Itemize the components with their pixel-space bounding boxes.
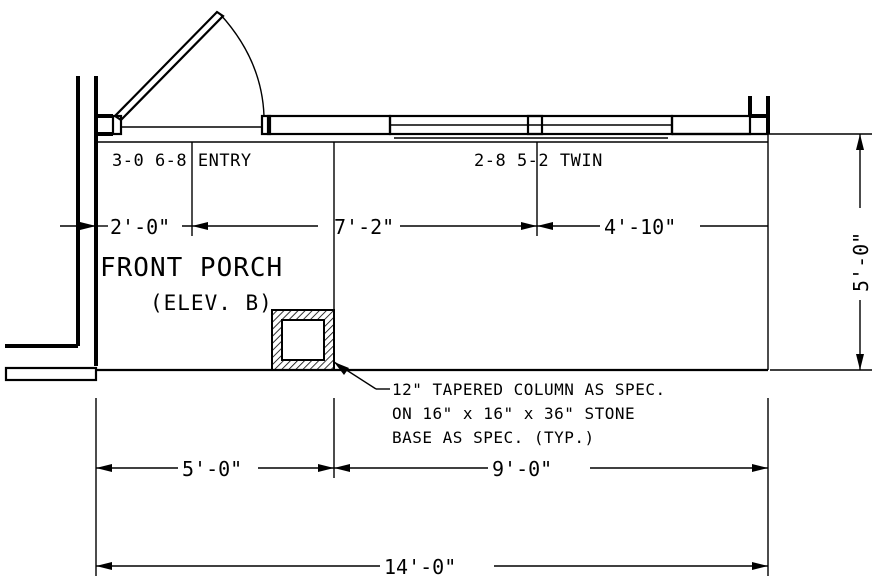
note-line-3: BASE AS SPEC. (TYP.)	[392, 428, 595, 447]
note-line-1: 12" TAPERED COLUMN AS SPEC.	[392, 380, 666, 399]
house-walls	[4, 76, 770, 382]
top-dimension-string	[60, 142, 768, 370]
window-label: 2-8 5-2 TWIN	[474, 151, 603, 171]
dim-top-right: 4'-10"	[604, 215, 676, 239]
door-label: 3-0 6-8 ENTRY	[112, 151, 252, 171]
vertical-dimension	[754, 133, 872, 371]
wall-segment-right	[670, 114, 752, 136]
twin-window	[388, 114, 674, 139]
dim-overall: 14'-0"	[384, 555, 456, 579]
dim-top-mid: 7'-2"	[334, 215, 394, 239]
dim-bottom-right: 9'-0"	[492, 457, 552, 481]
dim-vertical: 5'-0"	[849, 232, 873, 292]
entry-door	[111, 10, 272, 136]
tapered-column	[271, 309, 335, 371]
dim-bottom-left: 5'-0"	[182, 457, 242, 481]
dim-top-left: 2'-0"	[110, 215, 170, 239]
room-name: FRONT PORCH	[100, 253, 283, 283]
note-line-2: ON 16" x 16" x 36" STONE	[392, 404, 635, 423]
bottom-dimension-string	[95, 398, 769, 576]
column-leader	[333, 361, 390, 390]
room-elevation: (ELEV. B)	[150, 291, 273, 315]
wall-segment	[266, 114, 392, 136]
